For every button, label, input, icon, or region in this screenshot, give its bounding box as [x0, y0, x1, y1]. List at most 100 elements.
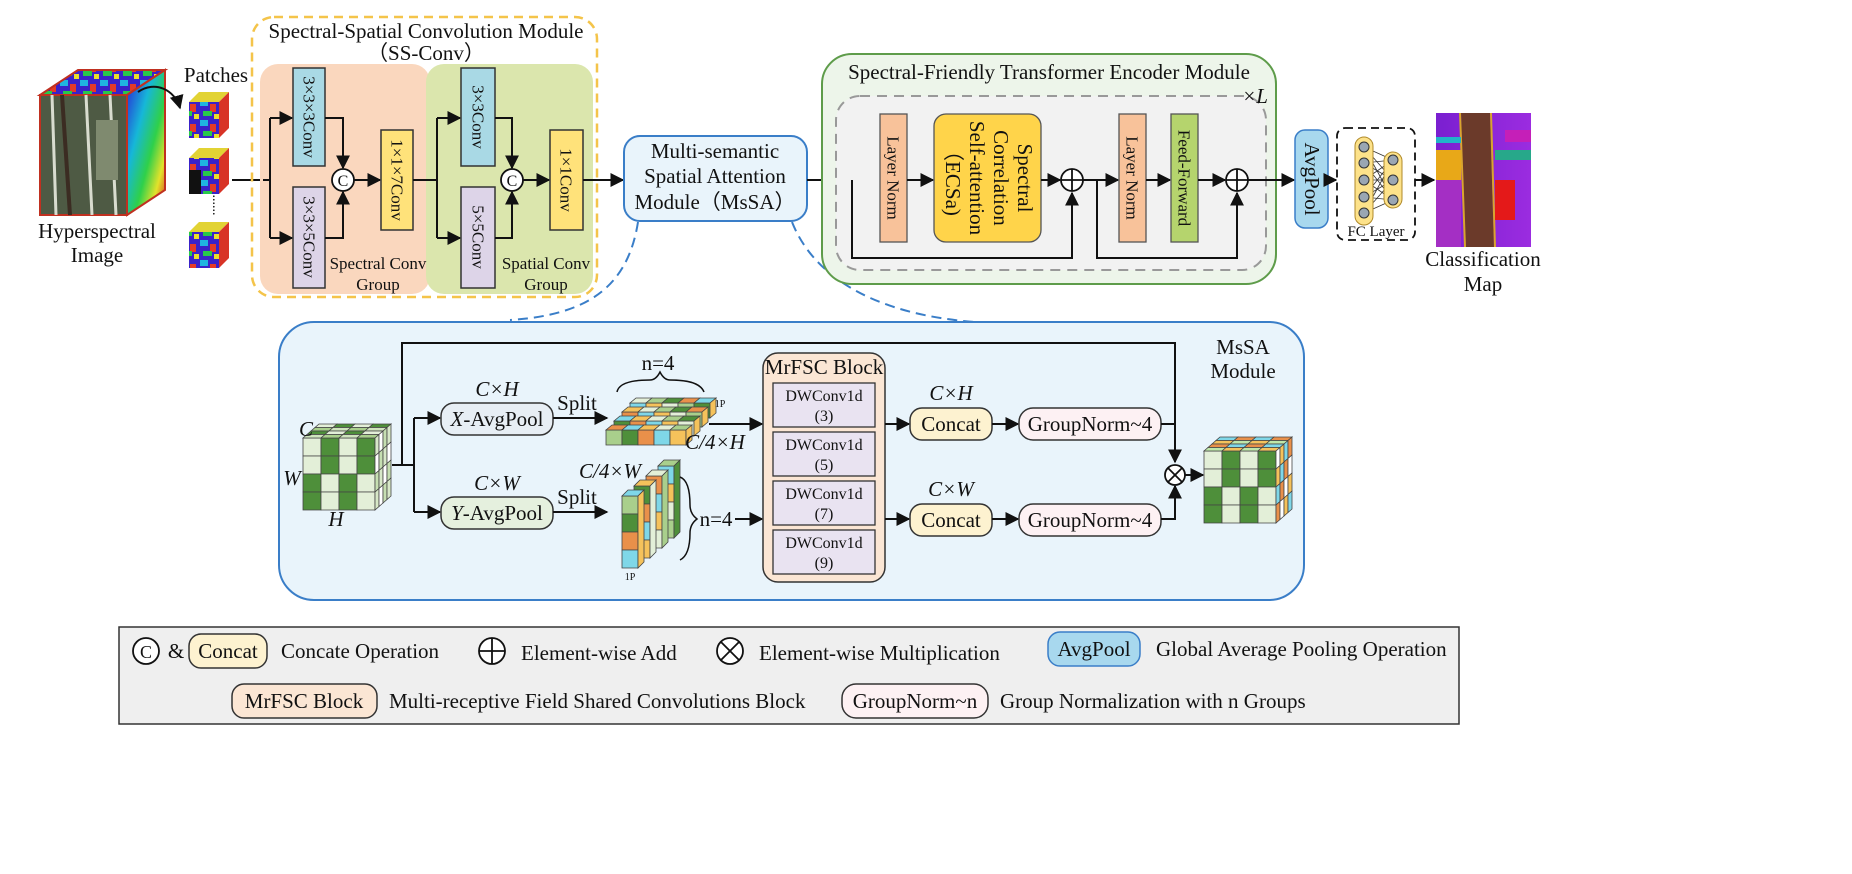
- legend-avgpool-chip: [1047, 631, 1141, 667]
- patch-cube-3: [189, 222, 229, 268]
- cube-cell: [1239, 468, 1259, 488]
- spatial-group-label-2: Group: [524, 275, 567, 294]
- concat-dim-bottom: C×W: [928, 477, 976, 501]
- cube-cell: [356, 455, 376, 475]
- legend-concat-symbol: [132, 637, 160, 665]
- add-symbol-2: [1225, 168, 1249, 192]
- cube-cell: [1279, 497, 1285, 521]
- classification-label-2: Map: [1464, 272, 1503, 296]
- cube-cell: [709, 397, 717, 419]
- concat-top-label: Concat: [921, 412, 981, 436]
- cube-cell: [1239, 486, 1259, 506]
- legend-mrfsc-desc: Multi-receptive Field Shared Convolution…: [389, 689, 806, 713]
- cube-cell: [637, 489, 645, 569]
- legend-add-desc: Element-wise Add: [521, 641, 677, 665]
- mrfsc-title: MrFSC Block: [765, 355, 884, 379]
- dwconv-2: DWConv1d (5): [772, 431, 876, 477]
- x-split-bars: [604, 397, 718, 446]
- cube-cell: [621, 549, 639, 569]
- cube-cell: [637, 429, 655, 446]
- cube-cell: [661, 469, 669, 549]
- layer-norm-1: [879, 113, 908, 243]
- legend-mrfsc-chip: [231, 683, 378, 719]
- legend-concat-chip-label: Concat: [198, 639, 258, 663]
- cube-cell: [1239, 504, 1259, 524]
- cube-cell: [1203, 486, 1223, 506]
- ss-conv-module-border: [250, 15, 599, 299]
- cube-cell: [1257, 450, 1277, 470]
- msa-top-box: [623, 135, 808, 222]
- cube-h-label: H: [327, 507, 345, 531]
- cube-cell: [621, 531, 639, 551]
- hyperspectral-cube: [36, 68, 169, 217]
- conv-3x3x5: [292, 186, 326, 289]
- concat-dim-top: C×H: [929, 381, 974, 405]
- cube-cell: [605, 429, 623, 446]
- cube-cell: [338, 437, 358, 457]
- onep-top-label: 1P: [715, 399, 726, 410]
- ecsa-label-2: Correlation: [989, 130, 1013, 226]
- ecsa-label-4: （ECSa): [941, 140, 965, 216]
- cube-cell: [673, 459, 681, 539]
- y-split-bars: [621, 459, 681, 569]
- cube-cell: [621, 513, 639, 533]
- n-top-brace: [616, 370, 705, 393]
- groupnorm-bottom-label: GroupNorm~4: [1028, 508, 1153, 532]
- repeat-label: ×L: [1242, 84, 1268, 108]
- cube-cell: [1287, 490, 1293, 514]
- classification-map: [1436, 112, 1531, 248]
- ecsa-label-1: Spectral: [1013, 144, 1037, 213]
- cube-cell: [1203, 504, 1223, 524]
- cube-cell: [649, 479, 657, 559]
- cube-cell: [320, 473, 340, 493]
- legend-groupnorm-chip: [841, 683, 989, 719]
- cube-cell: [320, 455, 340, 475]
- feed-forward-label: Feed-Forward: [1175, 130, 1194, 227]
- cube-cell: [356, 437, 376, 457]
- cube-cell: [1257, 504, 1277, 524]
- cube-cell: [1221, 486, 1241, 506]
- conv-5x5-label: 5×5Conv: [469, 205, 488, 269]
- msa-detail-title-1: MsSA: [1216, 335, 1271, 359]
- cube-cell: [302, 455, 322, 475]
- legend-avgpool-chip-label: AvgPool: [1057, 637, 1130, 661]
- msa-top-label-3: Module（MsSA）: [634, 190, 795, 214]
- multiply-symbol: [1164, 464, 1186, 486]
- cube-cell: [302, 473, 322, 493]
- fc-nodes: [1358, 141, 1399, 219]
- svg-text:(5): (5): [815, 457, 834, 474]
- conv-3x3x3-label: 3×3×3Conv: [300, 76, 319, 158]
- cube-cell: [1239, 450, 1259, 470]
- cube-cell: [1275, 500, 1281, 524]
- patches-dots: ......: [209, 195, 224, 216]
- svg-text:DWConv1d: DWConv1d: [785, 486, 862, 503]
- concat-bottom-label: Concat: [921, 508, 981, 532]
- legend-add-symbol: [478, 637, 506, 665]
- cube-cell: [1221, 504, 1241, 524]
- conv-1x1x7-label: 1×1×7Conv: [388, 139, 407, 221]
- ecsa-block: [933, 113, 1042, 243]
- cube-cell: [386, 477, 392, 501]
- cube-cell: [653, 429, 671, 446]
- hyperspectral-label-2: Image: [71, 243, 123, 267]
- conv-1x1-label: 1×1Conv: [557, 148, 576, 212]
- cube-cell: [685, 424, 693, 446]
- legend-groupnorm-chip-label: GroupNorm~n: [853, 689, 978, 713]
- classification-label-1: Classification: [1425, 247, 1541, 271]
- groupnorm-top-label: GroupNorm~4: [1028, 412, 1153, 436]
- patch-cube-1: [189, 92, 229, 138]
- cube-cell: [302, 491, 322, 511]
- layer-norm-2: [1118, 113, 1147, 243]
- cube-cell: [1257, 486, 1277, 506]
- n-top-label: n=4: [642, 351, 675, 375]
- cube-cell: [338, 473, 358, 493]
- dwconv-4: DWConv1d (9): [772, 529, 876, 575]
- onep-bottom-label: 1P: [625, 572, 636, 583]
- dwconv-1: DWConv1d (3): [772, 382, 876, 428]
- x-dim-label: C×H: [475, 377, 520, 401]
- cube-cell: [1283, 493, 1289, 517]
- spectral-concat-c: C: [338, 173, 349, 190]
- n-bottom-brace: [679, 476, 699, 561]
- spectral-group-label-1: Spectral Conv: [330, 254, 427, 273]
- cube-c-label: C: [299, 417, 314, 441]
